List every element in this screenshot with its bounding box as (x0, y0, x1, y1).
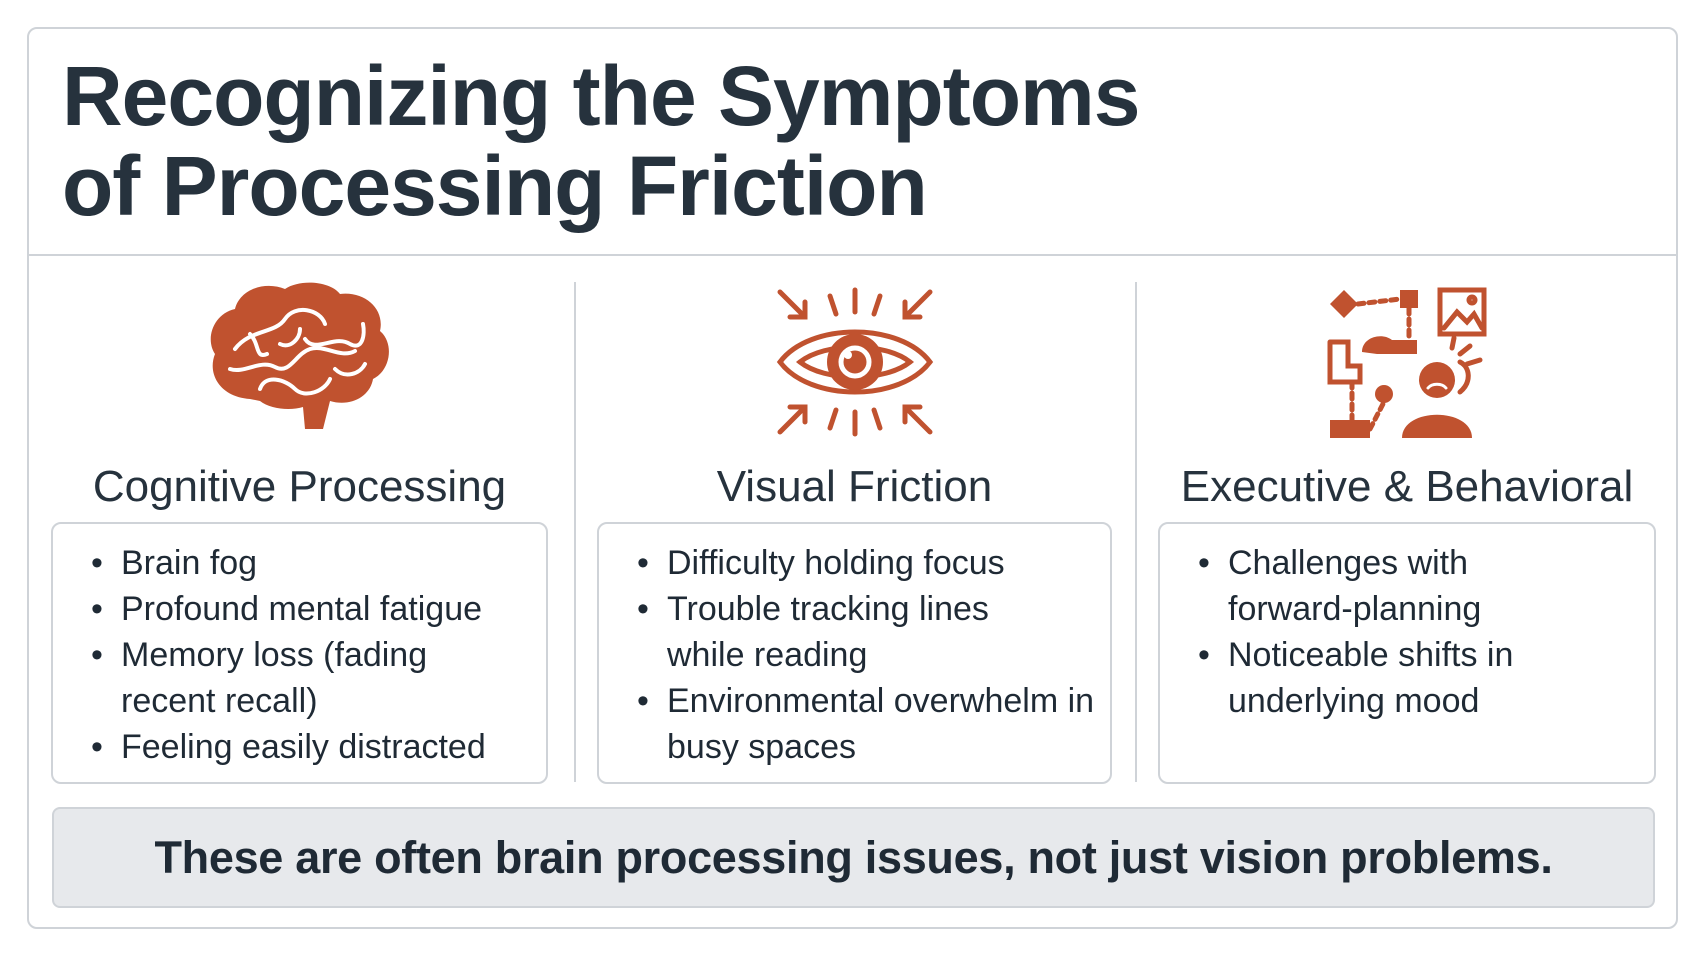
list-item: Trouble tracking lines while reading (637, 586, 1027, 678)
symptom-list-box: Challenges with forward-planning Noticea… (1158, 522, 1656, 784)
column-divider-2 (1135, 282, 1137, 782)
list-item: Noticeable shifts in underlying mood (1198, 632, 1558, 724)
title-divider (29, 254, 1676, 256)
symptom-list: Brain fog Profound mental fatigue Memory… (53, 524, 546, 770)
brain-icon (51, 279, 548, 444)
page-title: Recognizing the Symptoms of Processing F… (62, 49, 1140, 233)
symptom-list-box: Brain fog Profound mental fatigue Memory… (51, 522, 548, 784)
column-heading: Executive & Behavioral (1180, 462, 1634, 511)
list-item: Brain fog (91, 540, 546, 586)
infographic-card: Recognizing the Symptoms of Processing F… (27, 27, 1678, 929)
title-line-1: Recognizing the Symptoms (62, 49, 1140, 143)
column-heading: Cognitive Processing (92, 462, 507, 511)
title-line-2: of Processing Friction (62, 139, 928, 233)
confused-person-puzzle-icon (1158, 279, 1656, 444)
eye-strain-icon (597, 279, 1112, 444)
list-item: Profound mental fatigue (91, 586, 546, 632)
symptom-list-box: Difficulty holding focus Trouble trackin… (597, 522, 1112, 784)
list-item: Environmental overwhelm in busy spaces (637, 678, 1097, 770)
column-heading: Visual Friction (716, 462, 993, 511)
list-item: Challenges with forward-planning (1198, 540, 1528, 632)
list-item: Feeling easily distracted (91, 724, 546, 770)
column-visual: Visual Friction Difficulty holding focus… (597, 279, 1112, 799)
column-executive: Executive & Behavioral Challenges with f… (1158, 279, 1656, 799)
list-item: Memory loss (fading recent recall) (91, 632, 461, 724)
symptom-list: Challenges with forward-planning Noticea… (1160, 524, 1654, 724)
summary-text: These are often brain processing issues,… (154, 831, 1553, 883)
symptom-list: Difficulty holding focus Trouble trackin… (599, 524, 1110, 770)
column-divider-1 (574, 282, 576, 782)
column-cognitive: Cognitive Processing Brain fog Profound … (51, 279, 548, 799)
summary-banner: These are often brain processing issues,… (52, 807, 1655, 908)
list-item: Difficulty holding focus (637, 540, 1110, 586)
